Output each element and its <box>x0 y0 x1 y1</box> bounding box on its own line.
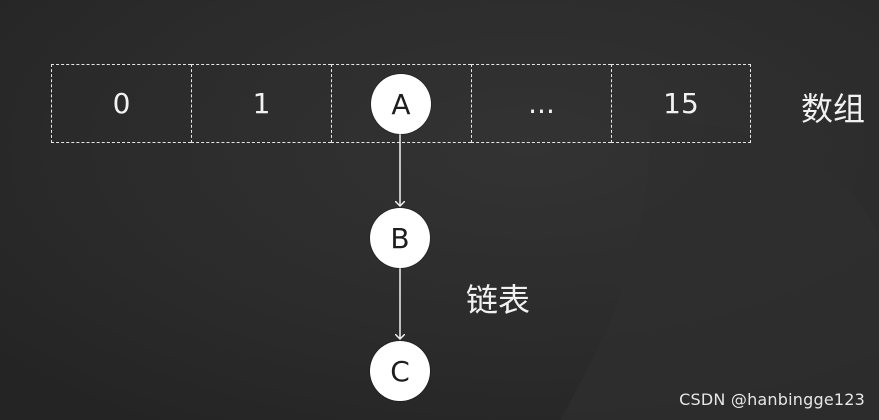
watermark: CSDN @hanbingge123 <box>679 390 865 409</box>
array-cell-1: 1 <box>191 64 331 143</box>
list-node-b: B <box>370 208 430 268</box>
array-cell-label: ... <box>528 87 555 120</box>
array-cell-label: 1 <box>252 87 271 120</box>
list-node-label: B <box>390 221 410 255</box>
array-cell-label: 0 <box>112 87 131 120</box>
array-cell-4: 15 <box>611 64 751 143</box>
array-cell-label: 15 <box>663 87 699 120</box>
array-row: 0 1 ... 15 <box>51 64 751 143</box>
list-node-a: A <box>371 74 431 134</box>
list-node-label: A <box>391 87 411 121</box>
linked-list-label: 链表 <box>466 281 531 319</box>
array-cell-2 <box>331 64 471 143</box>
list-node-label: C <box>390 354 410 388</box>
list-node-c: C <box>370 341 430 401</box>
array-cell-0: 0 <box>51 64 191 143</box>
array-cell-3: ... <box>471 64 611 143</box>
array-label: 数组 <box>801 90 866 128</box>
